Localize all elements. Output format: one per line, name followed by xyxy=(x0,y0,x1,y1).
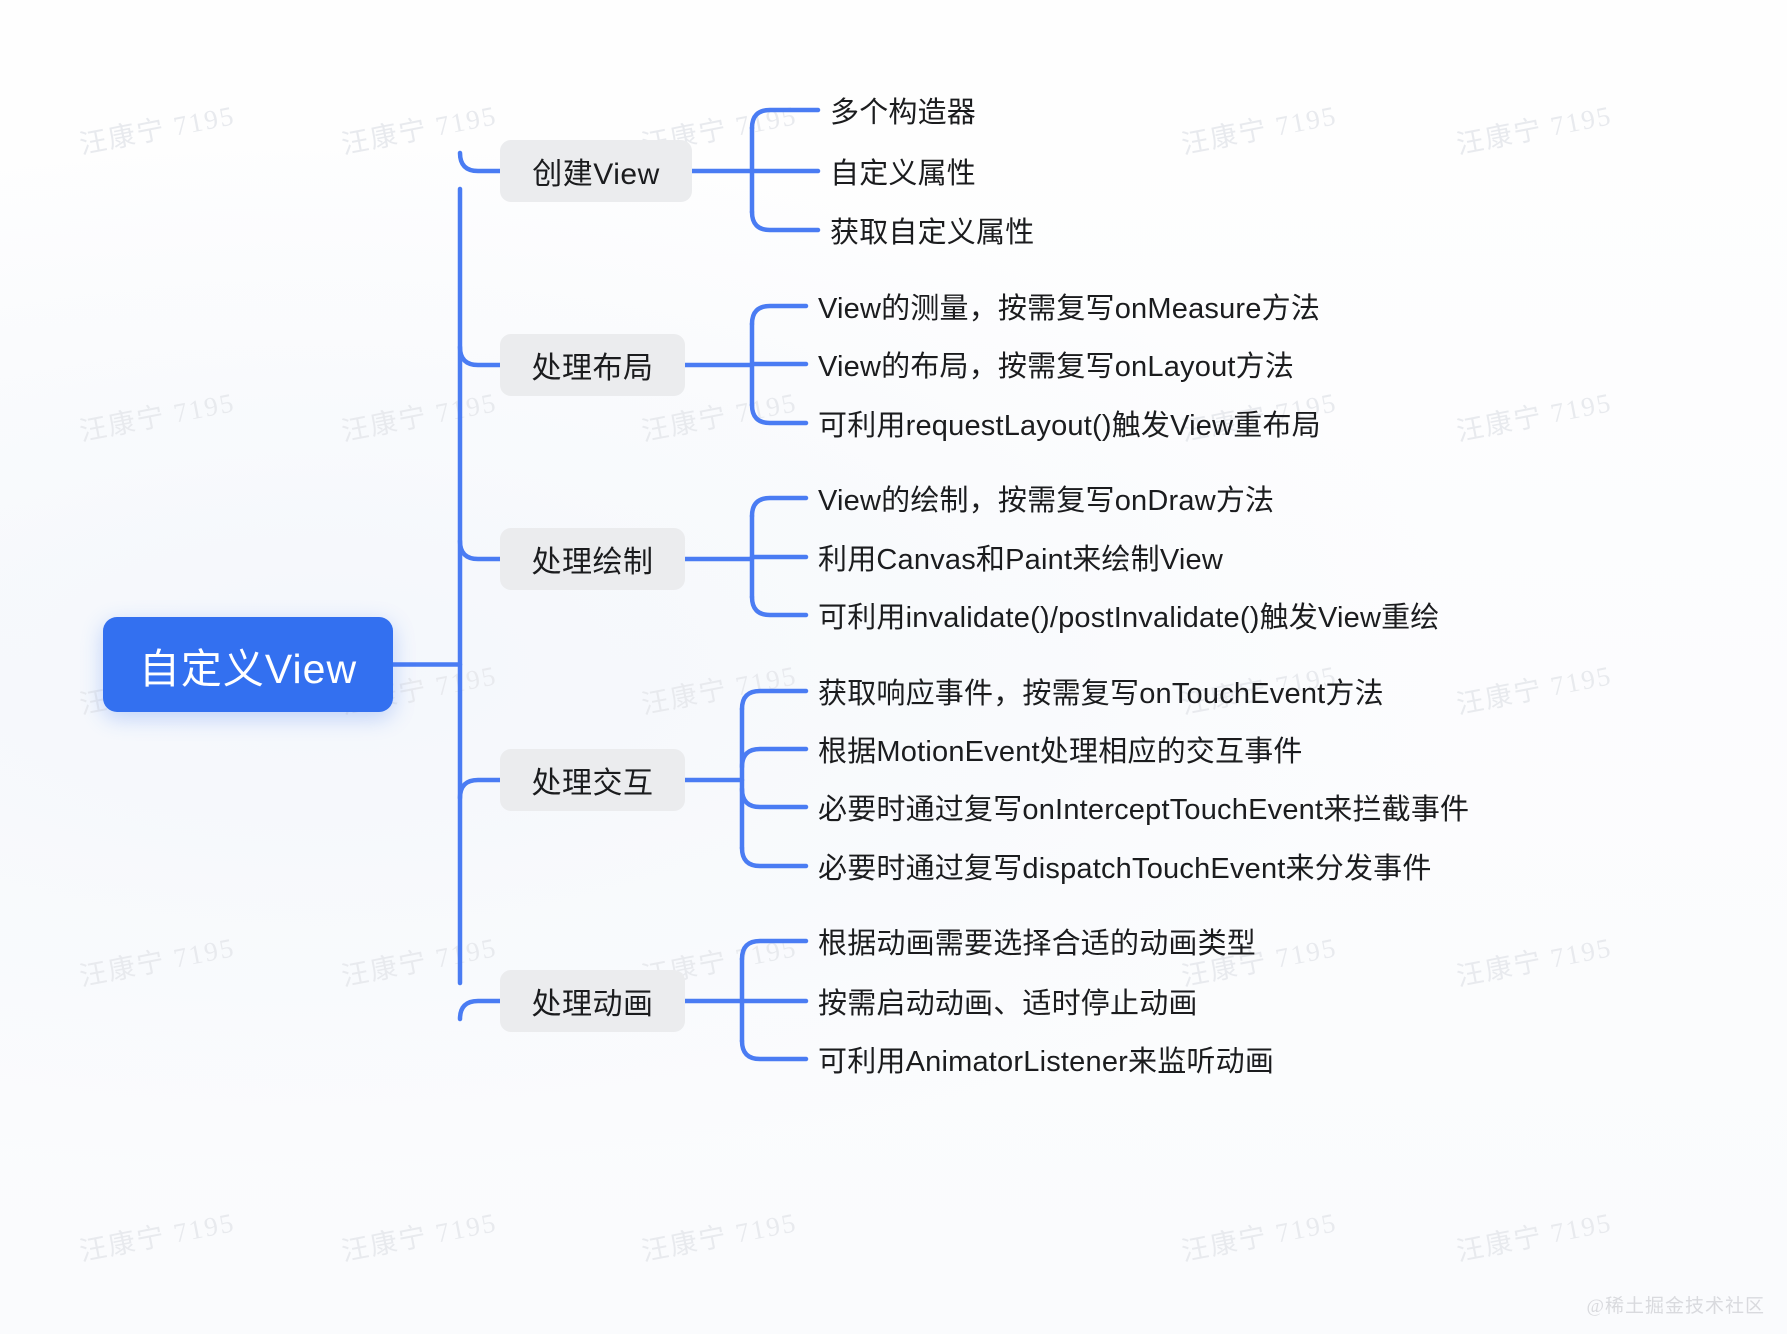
leaf-node-1-2[interactable]: 自定义属性 xyxy=(830,149,976,193)
leaf-node-label: View的绘制，按需复写onDraw方法 xyxy=(818,485,1275,517)
branch-node-4-label: 处理交互 xyxy=(531,767,654,800)
branch-node-4[interactable]: 处理交互 xyxy=(500,749,685,811)
leaf-node-label: 可利用invalidate()/postInvalidate()触发View重绘 xyxy=(818,602,1440,634)
leaf-node-label: 根据动画需要选择合适的动画类型 xyxy=(818,928,1257,960)
leaf-node-label: 获取响应事件，按需复写onTouchEvent方法 xyxy=(818,678,1384,710)
leaf-node-label: 利用Canvas和Paint来绘制View xyxy=(818,544,1223,576)
leaf-node-label: View的布局，按需复写onLayout方法 xyxy=(818,351,1295,383)
leaf-connector xyxy=(739,746,809,770)
branch-node-2-label: 处理布局 xyxy=(531,352,654,385)
branch-connector xyxy=(457,150,503,174)
root-node[interactable]: 自定义View xyxy=(103,617,393,712)
branch-connector xyxy=(457,777,503,801)
leaf-connector xyxy=(739,1038,809,1062)
leaf-node-1-1[interactable]: 多个构造器 xyxy=(830,88,976,132)
branch-node-1[interactable]: 创建View xyxy=(500,140,692,202)
leaf-node-label: 获取自定义属性 xyxy=(830,217,1035,249)
leaf-node-5-3[interactable]: 可利用AnimatorListener来监听动画 xyxy=(818,1037,1274,1081)
leaf-node-label: 根据MotionEvent处理相应的交互事件 xyxy=(818,736,1303,768)
branch-connector xyxy=(457,998,503,1022)
leaf-node-2-1[interactable]: View的测量，按需复写onMeasure方法 xyxy=(818,284,1320,328)
branch-node-1-label: 创建View xyxy=(532,158,660,191)
branch-node-3[interactable]: 处理绘制 xyxy=(500,528,685,590)
branch-node-5[interactable]: 处理动画 xyxy=(500,970,685,1032)
leaf-connector xyxy=(739,786,809,810)
leaf-node-5-1[interactable]: 根据动画需要选择合适的动画类型 xyxy=(818,919,1256,963)
leaf-node-label: 自定义属性 xyxy=(830,158,977,190)
leaf-node-2-2[interactable]: View的布局，按需复写onLayout方法 xyxy=(818,342,1294,386)
leaf-node-label: 必要时通过复写onInterceptTouchEvent来拦截事件 xyxy=(818,794,1470,826)
leaf-connector xyxy=(739,688,809,712)
leaf-node-2-3[interactable]: 可利用requestLayout()触发View重布局 xyxy=(818,401,1321,445)
branch-node-3-label: 处理绘制 xyxy=(531,546,654,579)
root-node-label: 自定义View xyxy=(138,645,358,692)
leaf-connector xyxy=(749,402,809,426)
leaf-connector xyxy=(749,107,821,131)
leaf-connector xyxy=(739,845,809,869)
leaf-node-1-3[interactable]: 获取自定义属性 xyxy=(830,208,1034,252)
leaf-connector xyxy=(749,209,821,233)
leaf-connector xyxy=(749,303,809,327)
leaf-node-label: 可利用requestLayout()触发View重布局 xyxy=(818,410,1321,442)
leaf-node-label: View的测量，按需复写onMeasure方法 xyxy=(818,293,1321,325)
leaf-node-5-2[interactable]: 按需启动动画、适时停止动画 xyxy=(818,979,1198,1023)
leaf-node-3-2[interactable]: 利用Canvas和Paint来绘制View xyxy=(818,535,1223,579)
leaf-node-4-1[interactable]: 获取响应事件，按需复写onTouchEvent方法 xyxy=(818,669,1384,713)
footer-credit: @稀土掘金技术社区 xyxy=(1586,1296,1765,1317)
branch-connector xyxy=(457,344,503,368)
leaf-connector xyxy=(749,594,809,618)
leaf-node-3-3[interactable]: 可利用invalidate()/postInvalidate()触发View重绘 xyxy=(818,593,1440,637)
branch-connector xyxy=(457,538,503,562)
leaf-connector xyxy=(749,495,809,519)
leaf-node-4-3[interactable]: 必要时通过复写onInterceptTouchEvent来拦截事件 xyxy=(818,785,1469,829)
leaf-node-label: 可利用AnimatorListener来监听动画 xyxy=(818,1046,1275,1078)
leaf-node-4-4[interactable]: 必要时通过复写dispatchTouchEvent来分发事件 xyxy=(818,844,1432,888)
leaf-node-label: 按需启动动画、适时停止动画 xyxy=(818,988,1198,1020)
branch-node-2[interactable]: 处理布局 xyxy=(500,334,685,396)
branch-node-5-label: 处理动画 xyxy=(531,988,654,1021)
leaf-node-label: 必要时通过复写dispatchTouchEvent来分发事件 xyxy=(818,853,1432,885)
leaf-node-4-2[interactable]: 根据MotionEvent处理相应的交互事件 xyxy=(818,727,1303,771)
leaf-node-label: 多个构造器 xyxy=(830,97,977,129)
leaf-node-3-1[interactable]: View的绘制，按需复写onDraw方法 xyxy=(818,476,1274,520)
leaf-connector xyxy=(739,938,809,962)
